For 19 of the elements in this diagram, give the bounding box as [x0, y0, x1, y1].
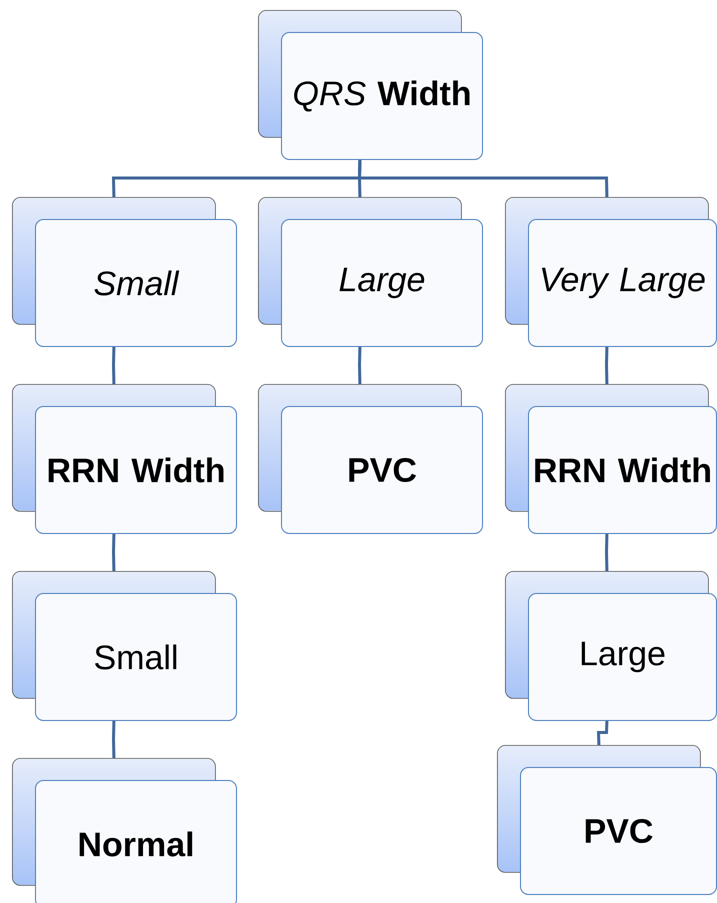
connector-line [112, 534, 116, 572]
tree-box: Large [505, 571, 717, 721]
connector-line [605, 534, 608, 572]
connector-line [358, 160, 608, 198]
connector-line [358, 346, 362, 384]
tree-box: Very Large [505, 197, 717, 347]
tree-box: RRN Width [12, 384, 237, 534]
tree-box: RRN Width [505, 384, 717, 534]
tree-box: PVC [497, 745, 717, 895]
tree-box: PVC [258, 384, 483, 534]
connector-line [112, 346, 116, 384]
connector-line [596, 720, 608, 746]
connector-line [112, 720, 116, 758]
tree-box: Normal [12, 758, 237, 903]
connector-line [605, 346, 608, 384]
tree-box: QRS Width [258, 10, 483, 160]
tree-box: Small [12, 197, 237, 347]
tree-box: Large [258, 197, 483, 347]
tree-box: Small [12, 571, 237, 721]
